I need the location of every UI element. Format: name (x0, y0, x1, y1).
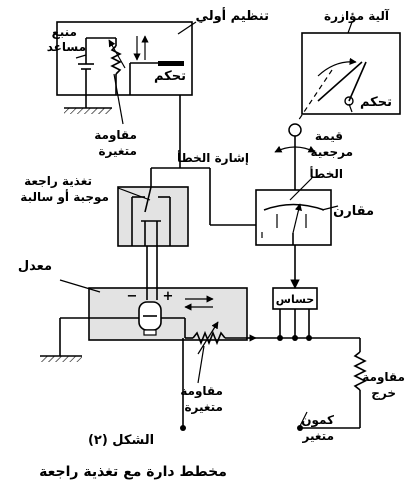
label-variable-resistance-top-2: متغيرة (98, 144, 137, 158)
label-sensor: حساس (276, 293, 314, 306)
label-output-resistance-1: مقاومة (362, 370, 405, 385)
error-signal-wiring (151, 95, 256, 226)
feedback-switch-box (117, 168, 189, 247)
label-plus: + (163, 289, 174, 304)
label-feedback-1: تغذية راجعة (24, 174, 92, 188)
label-minus: − (127, 289, 138, 304)
primary-regulation-pointer (177, 21, 197, 35)
ground-bottom-icon (40, 318, 82, 362)
potentiometer-symbol (108, 38, 126, 95)
output-resistor (297, 338, 367, 431)
servo-mechanism-box (301, 32, 401, 115)
rectifier-pointer (59, 279, 101, 293)
label-auxiliary-source-2: مساعد (47, 40, 86, 54)
label-error: الخطأ (310, 166, 343, 181)
label-comparator: مقارن (333, 204, 374, 219)
feedback-pointer (117, 187, 151, 201)
aux-source-pointer (75, 54, 87, 59)
reference-value-knob (274, 69, 333, 190)
label-control-top: تحكم (154, 69, 186, 84)
comparator-pointer (321, 205, 339, 211)
variable-common-pointer (299, 411, 308, 427)
label-rectifier: معدل (18, 259, 52, 274)
label-auxiliary-source-1: منبع (52, 25, 77, 39)
label-servo-mechanism: آلية مؤازرة (324, 8, 390, 24)
comparator-box (255, 189, 332, 246)
label-primary-regulation: تنظيم أولي (196, 7, 269, 24)
variable-resistance-bottom-pointer (197, 345, 205, 384)
battery-symbol (78, 37, 116, 95)
primary-regulation-box (56, 21, 193, 114)
label-output-resistance-2: خرج (371, 386, 396, 400)
error-pointer (289, 177, 313, 201)
label-reference-value-1: قيمة (315, 129, 343, 143)
figure-number: الشكل (٢) (88, 433, 154, 448)
servo-pointer (347, 21, 353, 34)
label-variable-common-1: كمون (301, 413, 334, 428)
label-reference-value-2: مرجعية (311, 145, 354, 159)
adjust-arrows-icon (133, 35, 149, 61)
label-control-servo: تحكم (360, 95, 392, 110)
figure-caption: مخطط دارة مع تغذية راجعة (39, 464, 227, 480)
label-variable-resistance-top-1: مقاومة (94, 128, 137, 143)
label-variable-common-2: متغير (302, 429, 334, 443)
control-slider (158, 61, 184, 66)
label-error-signal: إشارة الخطأ (177, 150, 249, 165)
sensor-box (248, 245, 318, 342)
label-variable-resistance-bottom-2: متغيرة (184, 400, 223, 414)
ground-top-icon (64, 95, 112, 114)
label-variable-resistance-bottom-1: مقاومة (180, 384, 223, 399)
variable-resistance-top-pointer (113, 73, 124, 125)
rectifier-box (60, 246, 248, 341)
label-feedback-2: موجبة أو سالبة (20, 189, 109, 205)
